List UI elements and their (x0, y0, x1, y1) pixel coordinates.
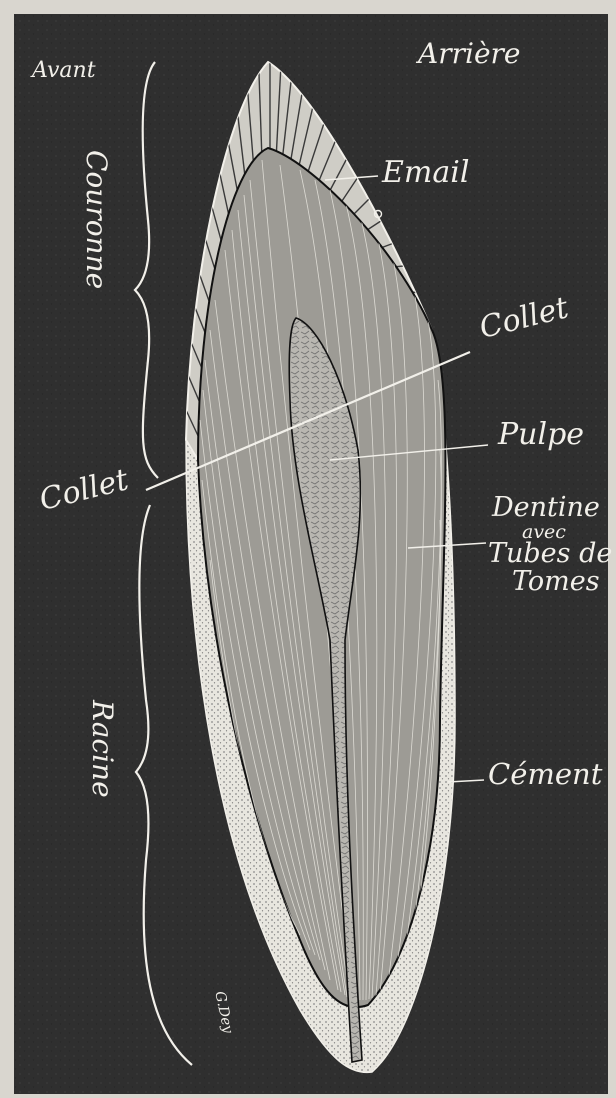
label-avant: Avant (32, 60, 96, 82)
label-dentine: Dentine (492, 494, 600, 521)
label-racine: Racine (88, 700, 116, 798)
label-arriere: Arrière (418, 40, 520, 68)
label-couronne: Couronne (82, 150, 110, 289)
label-cement: Cément (488, 760, 602, 789)
label-pulpe: Pulpe (498, 420, 584, 450)
label-email: Email (382, 158, 469, 188)
label-tubes-de: Tubes de (488, 540, 612, 567)
label-tomes: Tomes (512, 568, 600, 595)
